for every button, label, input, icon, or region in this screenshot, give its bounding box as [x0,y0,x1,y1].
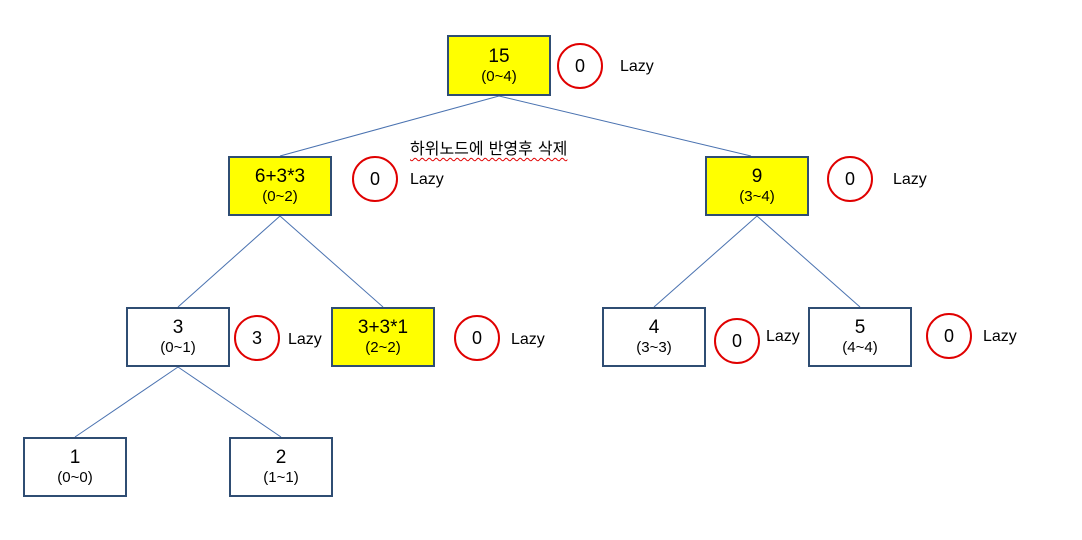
lazy-label-0-4: Lazy [620,58,654,75]
node-value: 5 [854,317,866,338]
tree-edge-n2-n6 [756,215,861,308]
node-value: 2 [275,447,287,468]
tree-node-0-4: 15 (0~4) [447,35,551,96]
node-range: (0~0) [57,469,93,486]
annotation-text: 하위노드에 반영후 삭제 [410,139,568,158]
tree-edge-n0-n2 [498,95,752,157]
node-value: 1 [69,447,81,468]
tree-node-1-1: 2 (1~1) [229,437,333,497]
node-value: 9 [751,166,763,187]
tree-node-2-2: 3+3*1 (2~2) [331,307,435,367]
lazy-circle-0-4: 0 [557,43,603,89]
node-value: 6+3*3 [254,166,306,187]
tree-edge-n3-n7 [74,366,179,438]
tree-node-4-4: 5 (4~4) [808,307,912,367]
node-range: (1~1) [263,469,299,486]
tree-node-3-4: 9 (3~4) [705,156,809,216]
node-value: 3+3*1 [357,317,409,338]
node-range: (0~4) [481,67,517,85]
lazy-circle-3-4: 0 [827,156,873,202]
node-value: 15 [488,45,510,67]
lazy-label-0-2: Lazy [410,171,444,188]
node-range: (3~4) [739,188,775,205]
node-range: (2~2) [365,339,401,356]
lazy-circle-4-4: 0 [926,313,972,359]
tree-edge-n0-n1 [279,95,500,157]
lazy-circle-0-1: 3 [234,315,280,361]
lazy-label-0-1: Lazy [288,331,322,348]
tree-edge-n3-n8 [177,366,282,438]
tree-node-0-2: 6+3*3 (0~2) [228,156,332,216]
node-range: (4~4) [842,339,878,356]
tree-node-0-1: 3 (0~1) [126,307,230,367]
lazy-label-2-2: Lazy [511,331,545,348]
lazy-circle-0-2: 0 [352,156,398,202]
lazy-circle-2-2: 0 [454,315,500,361]
tree-edge-n2-n5 [653,215,758,308]
node-range: (0~2) [262,188,298,205]
lazy-label-3-4: Lazy [893,171,927,188]
tree-node-3-3: 4 (3~3) [602,307,706,367]
tree-node-0-0: 1 (0~0) [23,437,127,497]
lazy-label-3-3: Lazy [766,328,800,345]
tree-edge-n1-n4 [279,215,384,308]
node-value: 3 [172,317,184,338]
node-range: (3~3) [636,339,672,356]
tree-edge-n1-n3 [177,215,281,308]
lazy-label-4-4: Lazy [983,328,1017,345]
node-range: (0~1) [160,339,196,356]
lazy-circle-3-3: 0 [714,318,760,364]
node-value: 4 [648,317,660,338]
